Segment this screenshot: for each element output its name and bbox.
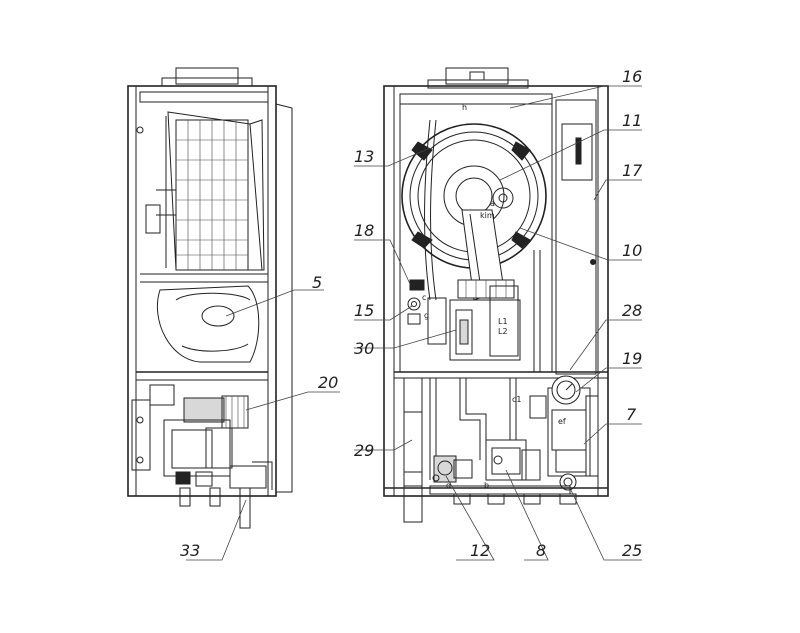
mark-kim: kim (480, 211, 495, 220)
mark-c: c (422, 293, 426, 302)
callout-8: 8 (536, 541, 546, 560)
front-view: h c g a kim L1 L2 c1 ef b d (383, 67, 609, 523)
callout-10: 10 (622, 241, 642, 260)
callout-leaders (186, 85, 642, 561)
callout-5: 5 (312, 273, 322, 292)
callout-17: 17 (622, 161, 643, 180)
callout-16: 16 (622, 67, 642, 86)
front-right-panel (555, 99, 597, 375)
burner-tube (457, 209, 515, 301)
callout-18: 18 (354, 221, 374, 240)
side-hydraulic-group (131, 384, 273, 490)
mark-l1: L1 (498, 317, 508, 326)
mark-l2: L2 (498, 327, 508, 336)
mark-b: b (484, 481, 489, 490)
lower-section (384, 375, 608, 523)
callout-25: 25 (622, 541, 642, 560)
callout-12: 12 (470, 541, 490, 560)
side-view (127, 67, 293, 529)
callout-13: 13 (354, 147, 374, 166)
burner-assembly (427, 285, 521, 361)
front-flue-collar (445, 67, 509, 85)
callout-11: 11 (622, 111, 642, 130)
mark-d: d (446, 481, 451, 490)
mark-ef: ef (558, 417, 566, 426)
callout-19: 19 (622, 349, 642, 368)
side-bottom-pipes (128, 487, 276, 529)
side-wall-bracket (275, 103, 293, 493)
callout-29: 29 (354, 441, 374, 460)
callout-28: 28 (622, 301, 642, 320)
side-flue-collar (175, 67, 239, 85)
mark-a: a (490, 199, 495, 208)
callout-7: 7 (626, 405, 637, 424)
side-heat-exchanger (145, 111, 265, 271)
mark-c1: c1 (512, 395, 522, 404)
front-casing (383, 85, 609, 497)
left-connectors (407, 279, 425, 325)
callout-labels: 5 20 33 13 16 11 17 10 18 15 30 28 19 7 … (180, 67, 643, 560)
callout-15: 15 (354, 301, 374, 320)
callout-33: 33 (180, 541, 200, 560)
side-fan (156, 285, 260, 363)
callout-30: 30 (354, 339, 374, 358)
mark-g: g (424, 311, 429, 320)
mark-h: h (462, 103, 467, 112)
callout-20: 20 (318, 373, 338, 392)
